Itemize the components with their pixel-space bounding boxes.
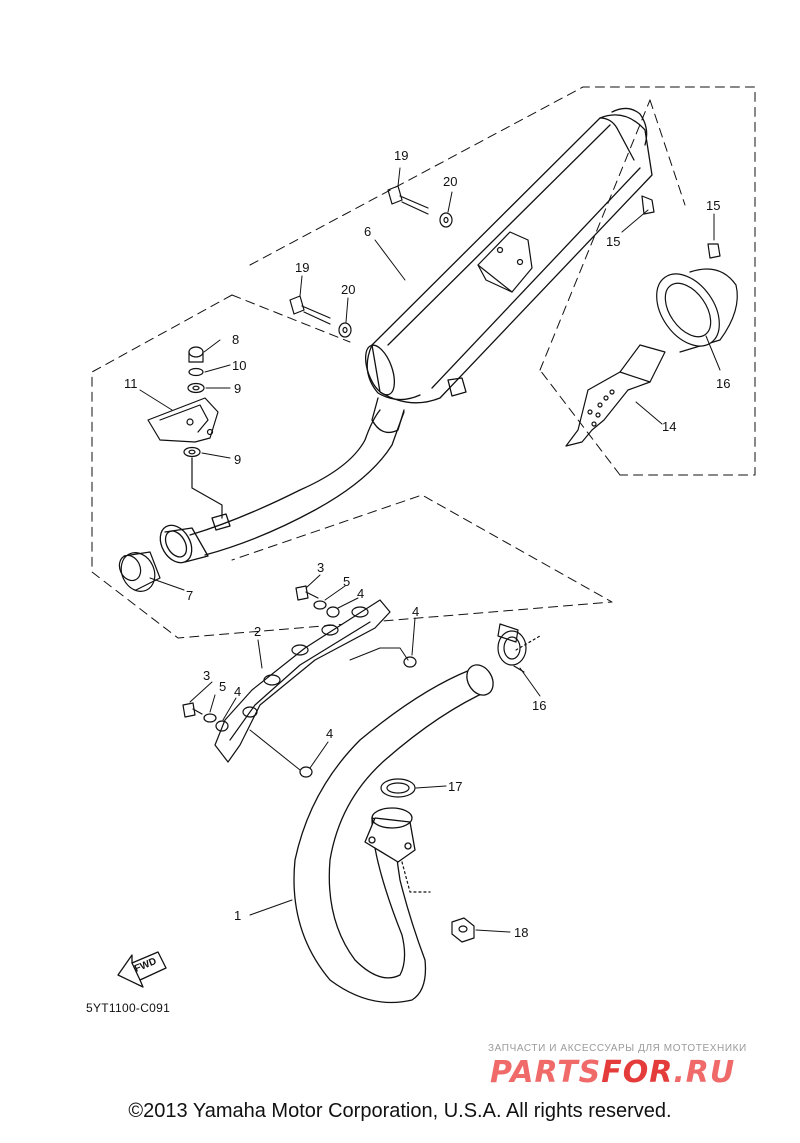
- diagram-code: 5YT1100-C091: [86, 1001, 170, 1015]
- gasket-part-7: [118, 551, 161, 592]
- collar-4-lower: [215, 720, 229, 732]
- gasket-17: [380, 778, 416, 798]
- callout-4-right-upper: 4: [412, 604, 419, 619]
- callout-11: 11: [124, 376, 138, 391]
- callout-8: 8: [232, 332, 239, 347]
- muffler-bracket: [477, 231, 533, 293]
- bolt-3-upper: [295, 585, 319, 601]
- watermark-logo-accent: FOR: [601, 1055, 674, 1090]
- link-pipe: [159, 409, 405, 564]
- callout-17: 17: [448, 779, 462, 794]
- callout-15: 15: [706, 198, 720, 213]
- watermark-logo-tail: .RU: [673, 1055, 736, 1090]
- callout-4-upper: 4: [357, 586, 364, 601]
- fwd-arrow: [117, 951, 167, 988]
- callout-1: 1: [234, 908, 241, 923]
- screw-13: [641, 195, 655, 215]
- callout-3-lower: 3: [203, 668, 210, 683]
- watermark-tagline: ЗАПЧАСТИ И АКСЕССУАРЫ ДЛЯ МОТОТЕХНИКИ: [488, 1043, 747, 1054]
- callout-4-right-lower: 4: [326, 726, 333, 741]
- callout-2: 2: [254, 624, 261, 639]
- callout-20-upper: 20: [443, 174, 457, 189]
- guide-lines: [401, 635, 541, 893]
- exhaust-pipe-1: [293, 664, 494, 1004]
- callout-6: 6: [364, 224, 371, 239]
- callout-18: 18: [514, 925, 528, 940]
- bolt-19-upper: [387, 185, 429, 215]
- callout-12: 14: [662, 419, 676, 434]
- clamp-bracket-11: [147, 346, 223, 519]
- callout-7: 7: [186, 588, 193, 603]
- callout-9-upper: 9: [234, 381, 241, 396]
- collar-4-right-lower: [299, 766, 313, 778]
- nut-18: [451, 917, 475, 943]
- callout-5-lower: 5: [219, 679, 226, 694]
- callout-13: 15: [606, 234, 620, 249]
- callout-5-upper: 5: [343, 574, 350, 589]
- callout-10: 10: [232, 358, 246, 373]
- washer-20-upper: [439, 212, 453, 228]
- callout-19-lower: 19: [295, 260, 309, 275]
- callout-4-lower: 4: [234, 684, 241, 699]
- bolt-19-lower: [289, 295, 331, 325]
- callout-16: 16: [532, 698, 546, 713]
- washer-5-lower: [203, 713, 217, 723]
- clamp-16: [497, 623, 527, 673]
- end-cap-14: [656, 268, 738, 353]
- spark-arrestor-12: [565, 344, 666, 447]
- washer-5-upper: [313, 600, 327, 610]
- bolt-3-lower: [182, 702, 203, 718]
- leader-lines: [139, 167, 721, 933]
- watermark-logo: PARTSFOR.RU: [490, 1055, 735, 1090]
- collar-4-upper: [326, 606, 340, 618]
- copyright-notice: ©2013 Yamaha Motor Corporation, U.S.A. A…: [128, 1100, 672, 1122]
- callout-20-lower: 20: [341, 282, 355, 297]
- washer-20-lower: [338, 322, 352, 338]
- collar-4-right-upper: [403, 656, 417, 668]
- callout-14: 16: [716, 376, 730, 391]
- callout-9-lower: 9: [234, 452, 241, 467]
- muffler-body: [364, 107, 653, 434]
- callout-labels: 19 20 6 19 20 8 10 9 11 9 7 15 15 16 14 …: [86, 148, 730, 1015]
- callout-19-upper: 19: [394, 148, 408, 163]
- callout-3-upper: 3: [317, 560, 324, 575]
- heat-protector-2: [214, 599, 391, 763]
- watermark-logo-main: PARTS: [490, 1055, 602, 1090]
- screw-15: [707, 243, 721, 259]
